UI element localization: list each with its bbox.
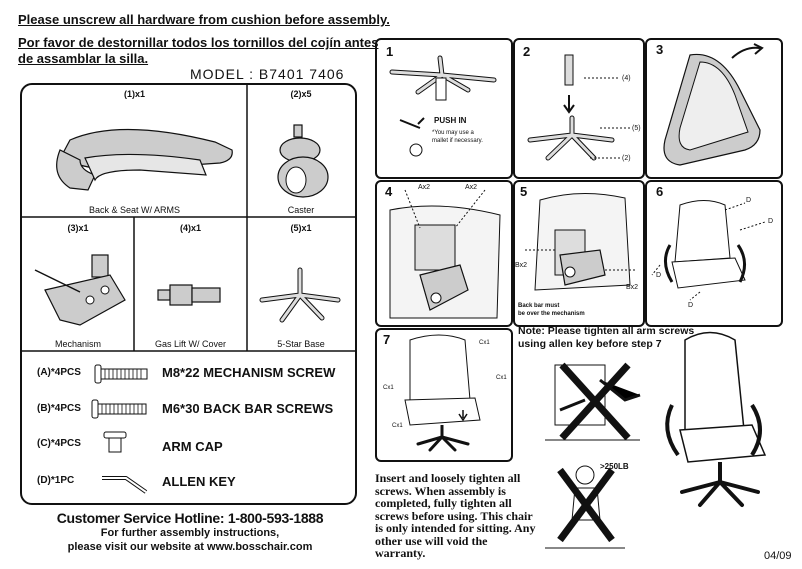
- step-4-ax-right: Ax2: [465, 184, 478, 191]
- allen-key-icon: [102, 476, 148, 494]
- part-1-qty: (1)x1: [123, 89, 145, 99]
- step-2-label-5: (5): [632, 125, 641, 132]
- part-4-qty: (4)x1: [179, 223, 201, 233]
- hardware-a-label: (A)*4PCS: [37, 367, 81, 378]
- step-6-d-4: D: [688, 302, 694, 309]
- step-2-label-4: (4): [622, 75, 631, 82]
- step-4-ax-left: Ax2: [418, 184, 431, 191]
- footer-line-2: For further assembly instructions,: [100, 527, 280, 539]
- step-6-panel: [645, 180, 783, 327]
- step-7-cx1-2: Cx1: [496, 375, 507, 381]
- part-2-qty: (2)x5: [290, 89, 312, 99]
- step-1-note-2: mallet if necessary.: [432, 138, 483, 144]
- part-2-caption: Caster: [287, 205, 315, 215]
- part-3-qty: (3)x1: [67, 223, 89, 233]
- step-7-cx1-3: Cx1: [383, 385, 394, 391]
- screw-b-icon: [91, 399, 147, 419]
- model-number: MODEL : B7401 7406: [190, 66, 345, 82]
- step-5-note-1: Back bar must: [518, 303, 560, 309]
- step-2-panel: [513, 38, 645, 179]
- step-5-bx-left: Bx2: [515, 262, 528, 269]
- part-5-caption: 5-Star Base: [277, 339, 325, 349]
- header-line-2: Por favor de destornillar todos los torn…: [18, 35, 379, 50]
- arm-cap-icon: [103, 431, 127, 453]
- step-5-bx-right: Bx2: [626, 284, 639, 291]
- step-6-d-1: D: [746, 197, 752, 204]
- step-3-number: 3: [656, 42, 664, 57]
- step-4-panel: [375, 180, 513, 327]
- hardware-d-desc: ALLEN KEY: [162, 474, 236, 489]
- step-7-panel: [375, 328, 513, 462]
- print-date: 04/09: [764, 550, 792, 562]
- part-4-caption: Gas Lift W/ Cover: [154, 339, 226, 349]
- hardware-d-label: (D)*1PC: [37, 475, 75, 486]
- step-2-label-2: (2): [622, 155, 631, 162]
- warning-text: Insert and loosely tighten all screws. W…: [375, 471, 536, 560]
- parts-panel: [20, 83, 357, 505]
- note-line-2: using allen key before step 7: [518, 338, 662, 350]
- footer-website: please visit our website at www.bosschai…: [67, 541, 313, 553]
- step-7-cx1-4: Cx1: [392, 423, 403, 429]
- header-line-3: de assamblar la silla.: [18, 51, 149, 66]
- note-line-1: Note: Please tighten all arm screws: [518, 325, 695, 337]
- step-6-d-2: D: [768, 218, 774, 225]
- hardware-b-desc: M6*30 BACK BAR SCREWS: [162, 401, 334, 416]
- header-line-1: Please unscrew all hardware from cushion…: [18, 12, 390, 27]
- step-5-note-2: be over the mechanism: [518, 311, 585, 317]
- step-6-number: 6: [656, 184, 664, 199]
- customer-hotline: Customer Service Hotline: 1-800-593-1888: [56, 510, 324, 526]
- push-in-label: PUSH IN: [434, 116, 467, 125]
- hardware-a-desc: M8*22 MECHANISM SCREW: [162, 365, 336, 380]
- step-1-note-1: *You may use a: [432, 130, 474, 136]
- step-2-number: 2: [523, 44, 531, 59]
- step-4-number: 4: [385, 184, 393, 199]
- hardware-c-label: (C)*4PCS: [37, 438, 81, 449]
- part-3-caption: Mechanism: [54, 339, 101, 349]
- step-7-cx1-1: Cx1: [479, 340, 490, 346]
- step-5-panel: [513, 180, 645, 327]
- hardware-c-desc: ARM CAP: [162, 439, 223, 454]
- step-1-panel: [375, 38, 513, 179]
- step-6-d-3: D: [656, 272, 662, 279]
- step-3-panel: [645, 38, 783, 179]
- screw-a-icon: [94, 364, 148, 384]
- step-7-number: 7: [383, 332, 391, 347]
- hardware-b-label: (B)*4PCS: [37, 403, 81, 414]
- weight-limit-label: >250LB: [600, 462, 629, 471]
- step-1-number: 1: [386, 44, 394, 59]
- part-1-caption: Back & Seat W/ ARMS: [88, 205, 181, 215]
- step-5-number: 5: [520, 184, 528, 199]
- part-5-qty: (5)x1: [290, 223, 312, 233]
